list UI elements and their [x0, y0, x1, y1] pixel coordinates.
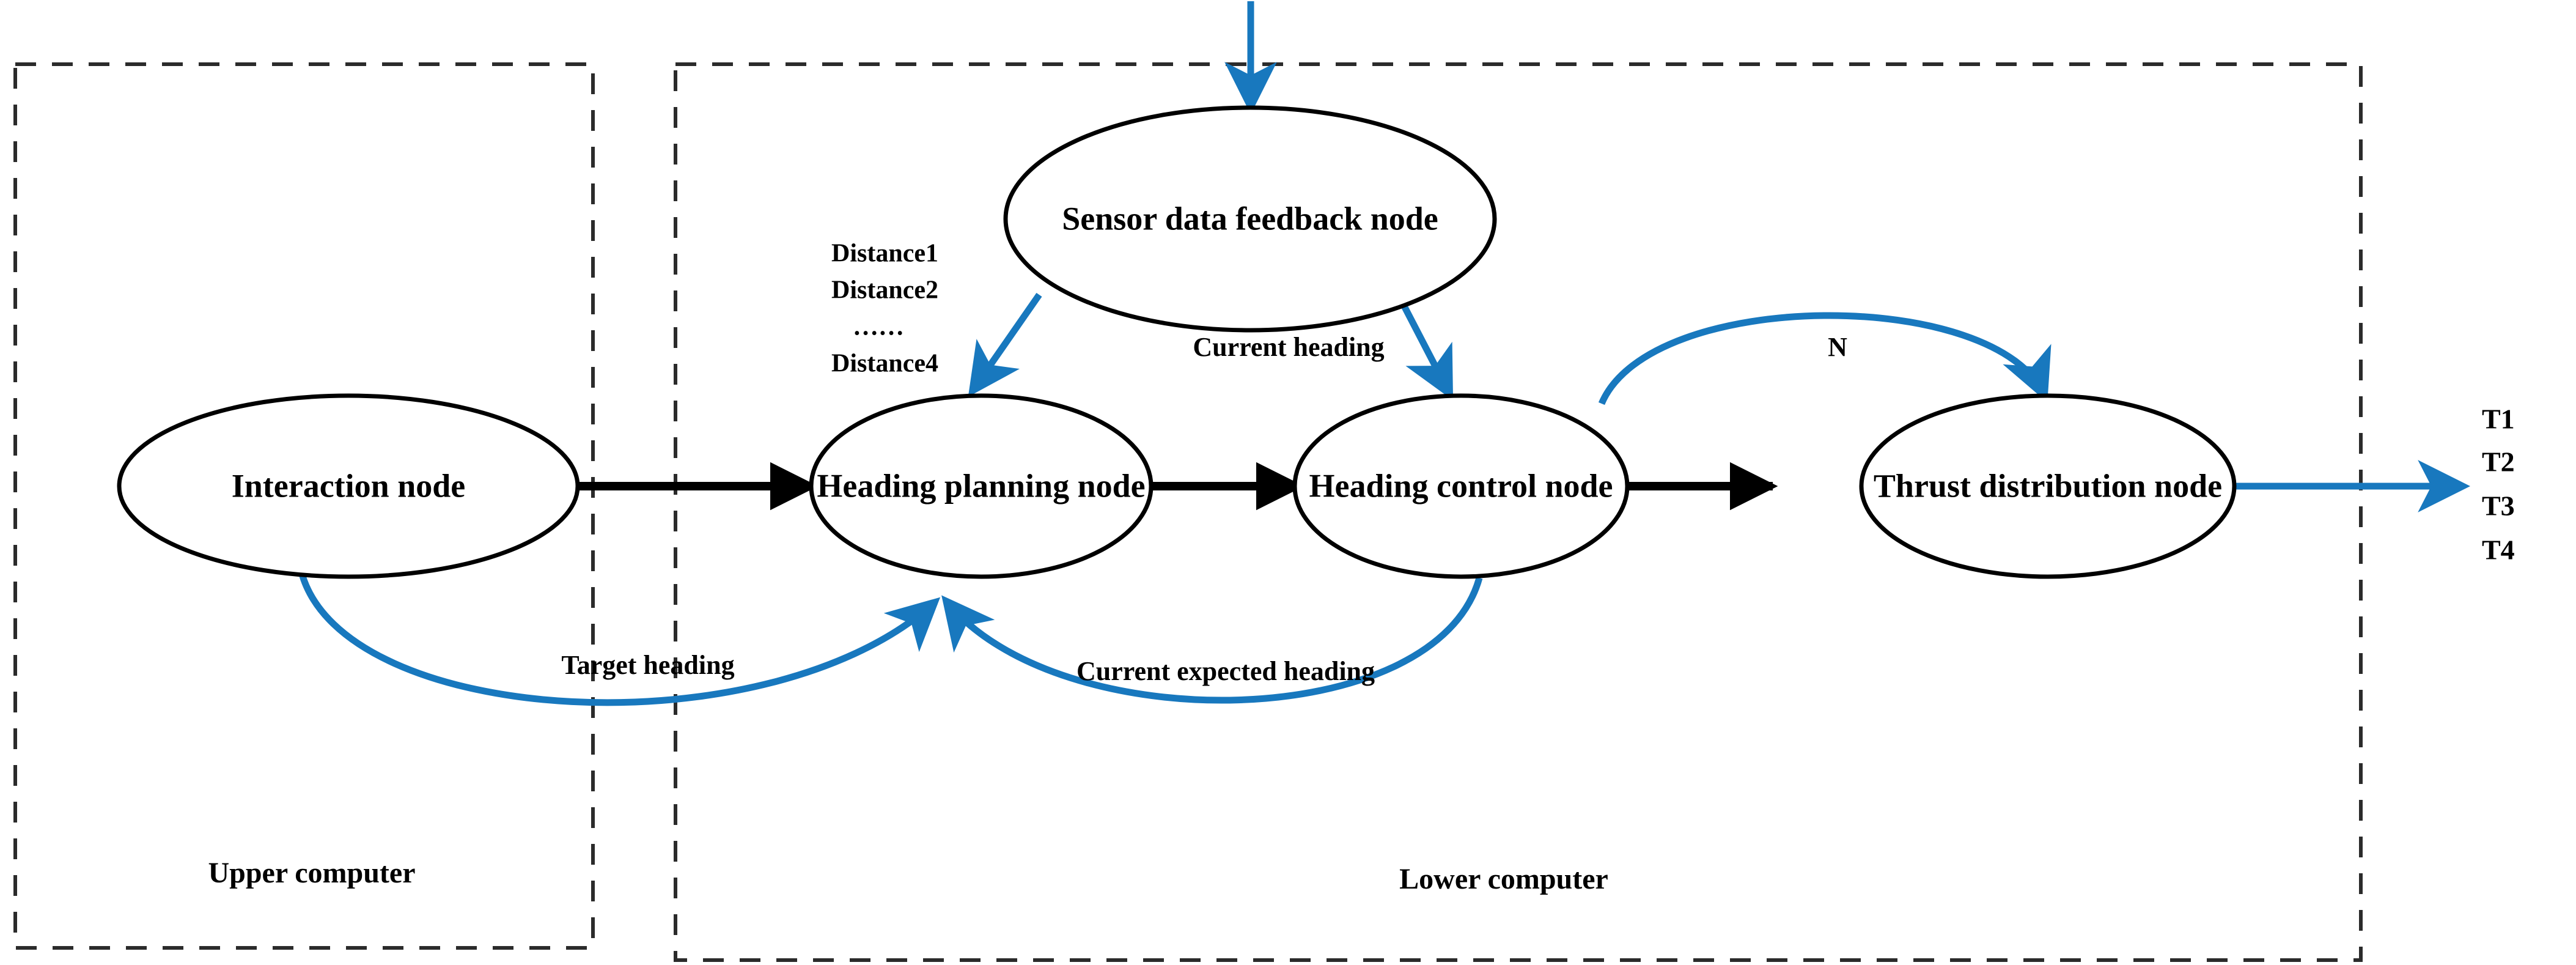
node-interaction[interactable]: Interaction node: [117, 393, 580, 579]
edge-label-current-heading: Current heading: [1193, 332, 1384, 362]
node-thrust-distribution-label: Thrust distribution node: [1874, 467, 2222, 504]
edge-label-target-heading: Target heading: [561, 650, 734, 680]
output-label-t3: T3: [2482, 490, 2515, 522]
node-heading-control-label: Heading control node: [1309, 467, 1613, 504]
node-interaction-label: Interaction node: [232, 467, 465, 504]
edge-label-distance-ellipsis: ……: [853, 313, 904, 341]
node-heading-planning-label: Heading planning node: [817, 467, 1145, 504]
edge-label-current-expected-heading: Current expected heading: [1076, 656, 1375, 686]
node-heading-control[interactable]: Heading control node: [1292, 393, 1630, 579]
group-label-upper-computer: Upper computer: [208, 857, 415, 889]
group-label-lower-computer: Lower computer: [1399, 863, 1608, 895]
output-label-t1: T1: [2482, 404, 2515, 435]
edge-label-distance-1: Distance1: [831, 240, 938, 268]
output-label-t4: T4: [2482, 534, 2515, 566]
edge-label-distance-4: Distance4: [831, 350, 938, 378]
output-label-t2: T2: [2482, 446, 2515, 478]
edge-label-distance-2: Distance2: [831, 276, 938, 305]
edge-control-to-thrust-n: [1598, 312, 2052, 405]
node-sensor-data-feedback[interactable]: Sensor data feedback node: [1003, 105, 1497, 333]
node-heading-planning[interactable]: Heading planning node: [809, 393, 1154, 579]
group-box-lower-computer: [674, 62, 2363, 962]
edge-sensor-to-control: [1397, 296, 1454, 401]
edge-sensor-to-planning: [968, 292, 1042, 397]
node-thrust-distribution[interactable]: Thrust distribution node: [1859, 393, 2237, 579]
edge-control-to-planning-expected-heading: [941, 577, 1483, 704]
node-sensor-data-feedback-label: Sensor data feedback node: [1062, 200, 1438, 237]
edge-label-n: N: [1828, 332, 1847, 362]
edge-interaction-to-planning-target-heading: [298, 571, 941, 706]
